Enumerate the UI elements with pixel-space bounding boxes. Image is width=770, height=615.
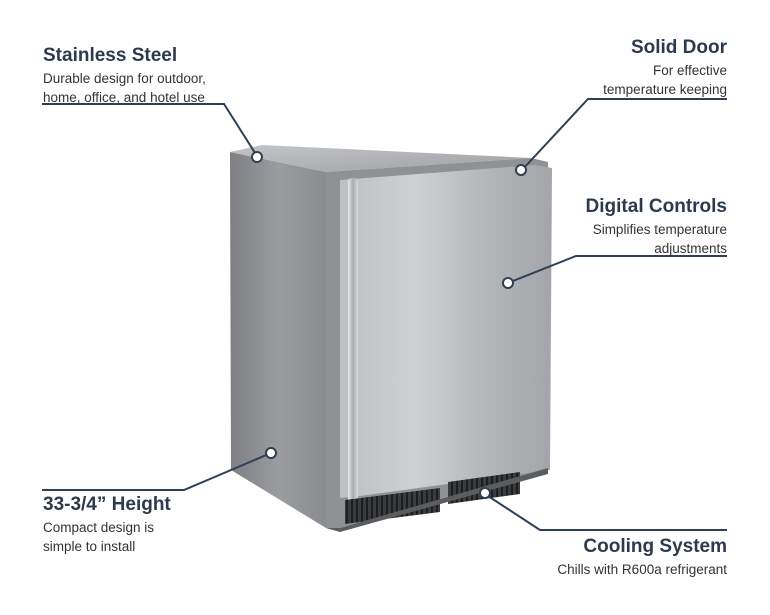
callout-title: 33-3/4” Height xyxy=(43,494,171,515)
cooling-leader-line xyxy=(484,493,727,531)
callout-solid-door: Solid Door For effective temperature kee… xyxy=(603,37,727,99)
stainless-leader-line xyxy=(42,103,258,157)
solid-door-marker xyxy=(515,164,527,176)
callout-title: Digital Controls xyxy=(585,196,727,217)
callout-desc: temperature keeping xyxy=(603,82,727,97)
height-leader-line xyxy=(42,452,272,491)
callout-title: Solid Door xyxy=(630,37,727,58)
digital-marker xyxy=(502,277,514,289)
fridge-top-panel xyxy=(230,145,531,172)
callout-height: 33-3/4” Height Compact design is simple … xyxy=(43,494,171,556)
door-handle xyxy=(348,178,358,503)
solid-door-leader-line xyxy=(521,98,727,171)
callout-title: Cooling System xyxy=(583,536,727,557)
callout-desc: Compact design is xyxy=(43,520,155,535)
height-marker xyxy=(265,447,277,459)
callout-desc: simple to install xyxy=(43,539,136,554)
callout-desc: adjustments xyxy=(654,241,727,256)
fridge-door xyxy=(340,165,552,498)
callout-desc: Chills with R600a refrigerant xyxy=(557,562,727,577)
cooling-marker xyxy=(479,487,491,499)
callout-desc: Simplifies temperature xyxy=(592,222,727,237)
callout-cooling-system: Cooling System Chills with R600a refrige… xyxy=(557,536,727,579)
callout-digital-controls: Digital Controls Simplifies temperature … xyxy=(586,196,727,258)
callout-desc: home, office, and hotel use xyxy=(43,90,205,105)
callout-title: Stainless Steel xyxy=(43,45,178,66)
fridge-side-panel xyxy=(230,152,326,528)
stainless-marker xyxy=(251,151,263,163)
vent-grille-left xyxy=(345,488,440,524)
callout-desc: Durable design for outdoor, xyxy=(43,71,206,86)
callout-stainless-steel: Stainless Steel Durable design for outdo… xyxy=(43,45,206,107)
callout-desc: For effective xyxy=(652,63,727,78)
digital-leader-line xyxy=(507,255,727,284)
